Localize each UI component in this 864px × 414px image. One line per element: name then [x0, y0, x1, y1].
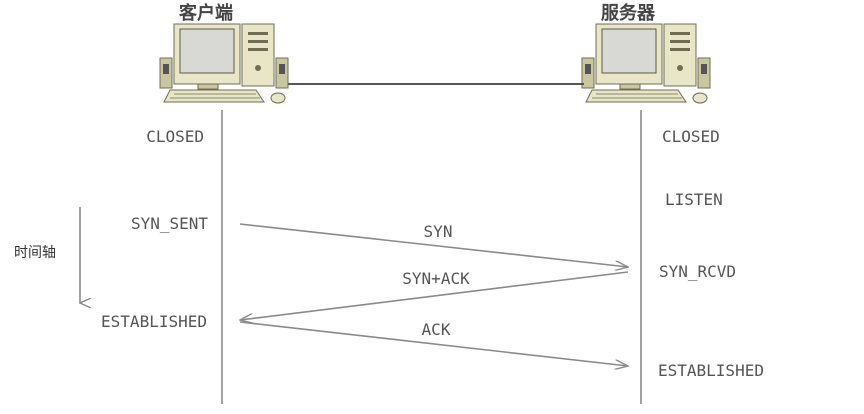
- client-state-syn-sent: SYN_SENT: [131, 214, 208, 233]
- time-axis-label: 时间轴: [14, 245, 56, 261]
- client-state-established: ESTABLISHED: [101, 312, 207, 331]
- message-label-syn-ack: SYN+ACK: [402, 269, 470, 288]
- message-label-syn: SYN: [424, 222, 453, 241]
- server-computer-icon: [581, 23, 711, 104]
- client-computer-icon: [159, 23, 289, 104]
- server-state-closed: CLOSED: [662, 127, 720, 146]
- message-arrow-ack: [239, 321, 628, 366]
- message-arrow-syn: [239, 223, 628, 267]
- server-state-listen: LISTEN: [665, 190, 723, 209]
- client-title: 客户端: [179, 2, 233, 24]
- message-label-ack: ACK: [422, 320, 451, 339]
- client-state-closed: CLOSED: [146, 127, 204, 146]
- message-arrow-syn-ack: [240, 271, 629, 320]
- server-state-established: ESTABLISHED: [658, 361, 764, 380]
- server-title: 服务器: [601, 2, 656, 24]
- server-state-syn-rcvd: SYN_RCVD: [659, 262, 736, 281]
